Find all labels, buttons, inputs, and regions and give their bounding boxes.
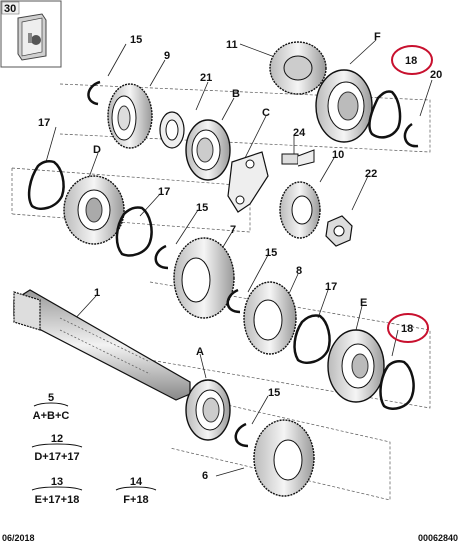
callout-18-b: 18 <box>401 323 413 335</box>
callout-9: 9 <box>164 50 170 62</box>
callout-F: F <box>374 31 381 43</box>
formula-5-expression: A+B+C <box>33 410 70 422</box>
callout-15-a: 15 <box>130 34 142 46</box>
bearing-B[interactable] <box>185 119 231 181</box>
circlip-15-c[interactable] <box>226 288 241 314</box>
callout-21: 21 <box>200 72 212 84</box>
callout-22: 22 <box>365 168 377 180</box>
callout-1: 1 <box>94 287 100 299</box>
gear-10[interactable] <box>279 181 321 239</box>
callout-C: C <box>262 107 270 119</box>
circlip-15-d[interactable] <box>234 422 249 448</box>
bearing-A[interactable] <box>185 379 231 441</box>
formula-13-number: 13 <box>51 476 63 488</box>
callout-7: 7 <box>230 224 236 236</box>
callout-labels: 15 9 11 F 18 20 21 B C 17 D 24 10 22 17 … <box>38 31 442 482</box>
callout-10: 10 <box>332 149 344 161</box>
highlight-circle-18-b <box>387 313 429 343</box>
gear-7[interactable] <box>173 237 235 319</box>
gear-9[interactable] <box>107 83 153 149</box>
callout-20: 20 <box>430 69 442 81</box>
retaining-plate-C[interactable] <box>227 151 269 213</box>
kit-formulas: 5 A+B+C 12 D+17+17 13 E+17+18 14 F+18 <box>31 392 157 506</box>
reference-thumbnail[interactable]: 30 <box>0 0 62 68</box>
synchro-ring-17-a[interactable] <box>27 159 65 210</box>
circlip-20[interactable] <box>403 122 419 148</box>
formula-5-number: 5 <box>48 392 54 404</box>
callout-B: B <box>232 88 240 100</box>
callout-6: 6 <box>202 470 208 482</box>
nut-22[interactable] <box>325 215 353 247</box>
callout-8: 8 <box>296 265 302 277</box>
synchro-ring-18-b[interactable] <box>379 359 415 410</box>
synchro-hub-D[interactable] <box>63 175 125 245</box>
thumbnail-icon <box>17 13 47 61</box>
callout-17-a: 17 <box>38 117 50 129</box>
footer-code: 00062840 <box>418 533 458 543</box>
footer-date: 06/2018 <box>2 533 35 543</box>
synchro-ring-18-a[interactable] <box>368 90 402 139</box>
formula-12-number: 12 <box>51 433 63 445</box>
formula-14-number: 14 <box>130 476 143 488</box>
thrust-washer-21[interactable] <box>159 111 185 149</box>
gear-8[interactable] <box>243 281 297 355</box>
callout-24: 24 <box>293 127 306 139</box>
gear-11[interactable] <box>269 41 327 95</box>
callout-15-d: 15 <box>268 387 280 399</box>
formula-12-expression: D+17+17 <box>34 451 79 463</box>
synchro-hub-E[interactable] <box>327 329 385 403</box>
synchro-ring-17-c[interactable] <box>293 314 331 364</box>
leader-lines <box>45 39 433 477</box>
callout-15-b: 15 <box>196 202 208 214</box>
callout-15-c: 15 <box>265 247 277 259</box>
highlight-circle-18-a <box>391 45 433 75</box>
circlip-15-a[interactable] <box>87 80 101 106</box>
main-shaft-1[interactable] <box>13 289 191 401</box>
callout-11: 11 <box>226 39 238 51</box>
callout-E: E <box>360 297 367 309</box>
bolt-24[interactable] <box>281 149 315 167</box>
gear-6[interactable] <box>253 419 315 497</box>
callout-17-b: 17 <box>158 186 170 198</box>
callout-D: D <box>93 144 101 156</box>
callout-A: A <box>196 346 204 358</box>
circlip-15-b[interactable] <box>154 244 169 270</box>
synchro-ring-17-b[interactable] <box>115 206 153 257</box>
formula-13-expression: E+17+18 <box>35 494 80 506</box>
thumbnail-label: 30 <box>4 3 16 15</box>
callout-17-c: 17 <box>325 281 337 293</box>
formula-14-expression: F+18 <box>123 494 148 506</box>
callout-18-a: 18 <box>405 55 417 67</box>
synchro-hub-F[interactable] <box>315 69 373 143</box>
